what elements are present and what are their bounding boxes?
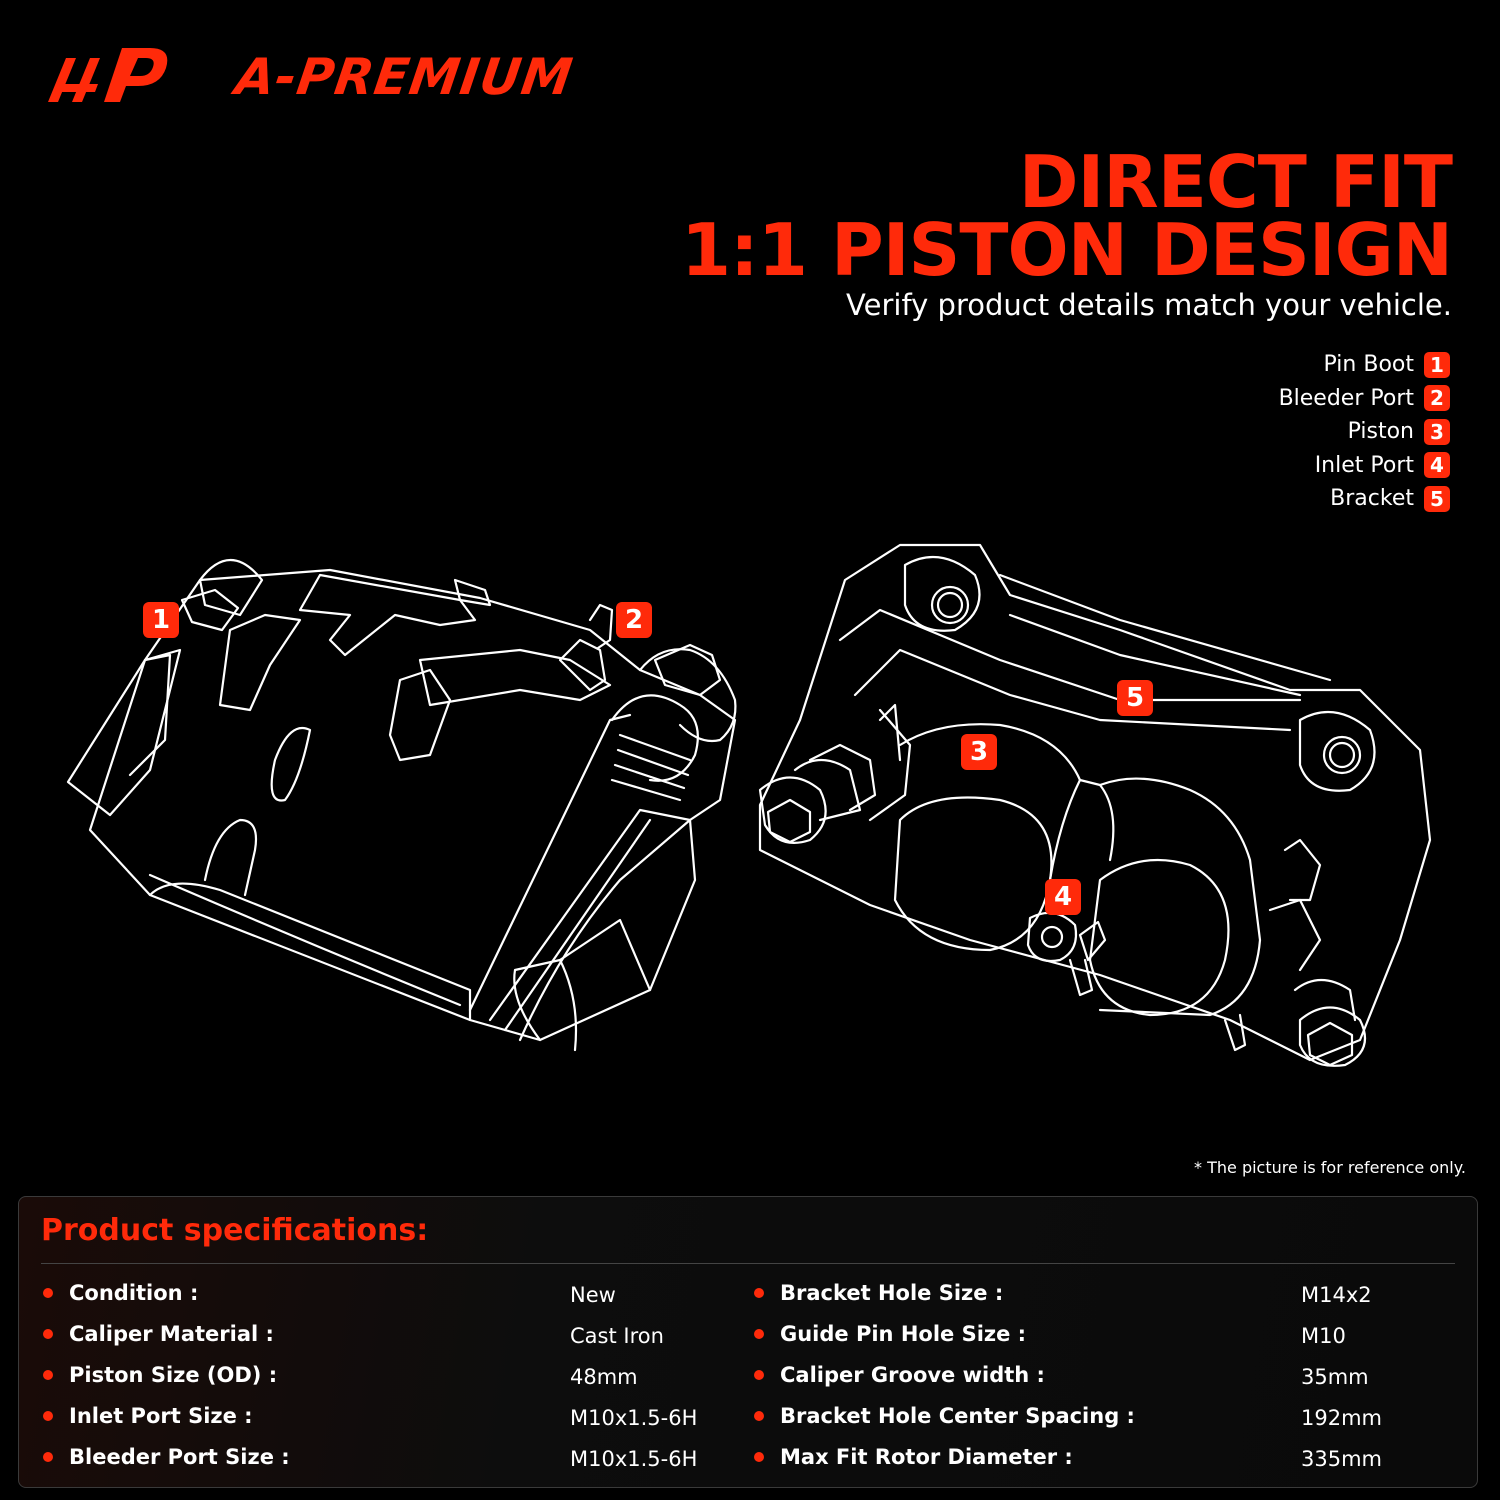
bullet-icon — [43, 1411, 53, 1421]
legend-item: Inlet Port 4 — [1130, 449, 1450, 483]
spec-row: Condition : — [43, 1273, 198, 1313]
legend-number-badge: 1 — [1424, 351, 1450, 378]
spec-value: 192mm — [1301, 1406, 1382, 1430]
spec-value: 35mm — [1301, 1365, 1369, 1389]
legend-item: Pin Boot 1 — [1130, 348, 1450, 382]
spec-label: Bracket Hole Center Spacing : — [780, 1404, 1135, 1428]
spec-value: 335mm — [1301, 1447, 1382, 1471]
spec-label: Inlet Port Size : — [69, 1404, 253, 1428]
caliper-diagram: 1 2 3 4 5 — [0, 520, 1500, 1120]
bullet-icon — [754, 1411, 764, 1421]
spec-row: Piston Size (OD) : — [43, 1355, 277, 1395]
bullet-icon — [43, 1370, 53, 1380]
legend-item: Bleeder Port 2 — [1130, 382, 1450, 416]
spec-label: Bracket Hole Size : — [780, 1281, 1004, 1305]
spec-value: Cast Iron — [570, 1324, 664, 1348]
spec-row: Bleeder Port Size : — [43, 1437, 290, 1477]
headline-line-1: DIRECT FIT — [1018, 140, 1453, 224]
legend-number-badge: 3 — [1424, 418, 1450, 445]
spec-row: Bracket Hole Size : — [754, 1273, 1003, 1313]
spec-label: Piston Size (OD) : — [69, 1363, 278, 1387]
bullet-icon — [43, 1452, 53, 1462]
legend-label: Pin Boot — [1323, 352, 1414, 378]
brand-mark-icon — [48, 48, 168, 102]
bullet-icon — [43, 1329, 53, 1339]
product-specifications-panel: Product specifications: Condition : New … — [18, 1196, 1478, 1488]
spec-row: Bracket Hole Center Spacing : — [754, 1396, 1135, 1436]
spec-value: M14x2 — [1301, 1283, 1372, 1307]
spec-row: Inlet Port Size : — [43, 1396, 253, 1436]
bullet-icon — [754, 1452, 764, 1462]
spec-row: Guide Pin Hole Size : — [754, 1314, 1026, 1354]
headline-line-2: 1:1 PISTON DESIGN — [680, 208, 1453, 292]
caliper-front-view — [758, 543, 1432, 1067]
spec-label: Caliper Groove width : — [780, 1363, 1045, 1387]
caliper-rear-view — [66, 558, 737, 1052]
spec-value: M10x1.5-6H — [570, 1406, 698, 1430]
legend-item: Piston 3 — [1130, 415, 1450, 449]
spec-row: Caliper Groove width : — [754, 1355, 1045, 1395]
legend-number-badge: 2 — [1424, 385, 1450, 412]
legend-number-badge: 4 — [1424, 452, 1450, 479]
legend-label: Inlet Port — [1314, 452, 1414, 478]
spec-label: Caliper Material : — [69, 1322, 274, 1346]
subtitle: Verify product details match your vehicl… — [846, 288, 1452, 322]
callout-inlet-port: 4 — [1045, 879, 1081, 915]
spec-label: Max Fit Rotor Diameter : — [780, 1445, 1073, 1469]
parts-legend: Pin Boot 1 Bleeder Port 2 Piston 3 Inlet… — [1130, 348, 1450, 516]
spec-label: Guide Pin Hole Size : — [780, 1322, 1027, 1346]
legend-number-badge: 5 — [1424, 485, 1450, 512]
spec-row: Max Fit Rotor Diameter : — [754, 1437, 1073, 1477]
spec-value: 48mm — [570, 1365, 638, 1389]
bullet-icon — [754, 1329, 764, 1339]
legend-label: Bracket — [1330, 486, 1414, 512]
legend-item: Bracket 5 — [1130, 482, 1450, 516]
callout-piston: 3 — [961, 734, 997, 770]
spec-value: New — [570, 1283, 616, 1307]
spec-label: Bleeder Port Size : — [69, 1445, 290, 1469]
divider — [41, 1263, 1455, 1264]
specifications-title: Product specifications: — [41, 1213, 429, 1248]
bullet-icon — [754, 1370, 764, 1380]
callout-bleeder-port: 2 — [616, 602, 652, 638]
legend-label: Piston — [1347, 419, 1414, 445]
callout-pin-boot: 1 — [143, 602, 179, 638]
spec-value: M10 — [1301, 1324, 1346, 1348]
legend-label: Bleeder Port — [1278, 385, 1414, 411]
spec-label: Condition : — [69, 1281, 199, 1305]
callout-bracket: 5 — [1117, 680, 1153, 716]
bullet-icon — [754, 1288, 764, 1298]
brand-name: A-PREMIUM — [231, 48, 577, 106]
spec-value: M10x1.5-6H — [570, 1447, 698, 1471]
bullet-icon — [43, 1288, 53, 1298]
spec-row: Caliper Material : — [43, 1314, 274, 1354]
brand-logo: A-PREMIUM — [46, 44, 646, 108]
reference-note: * The picture is for reference only. — [1194, 1158, 1466, 1177]
